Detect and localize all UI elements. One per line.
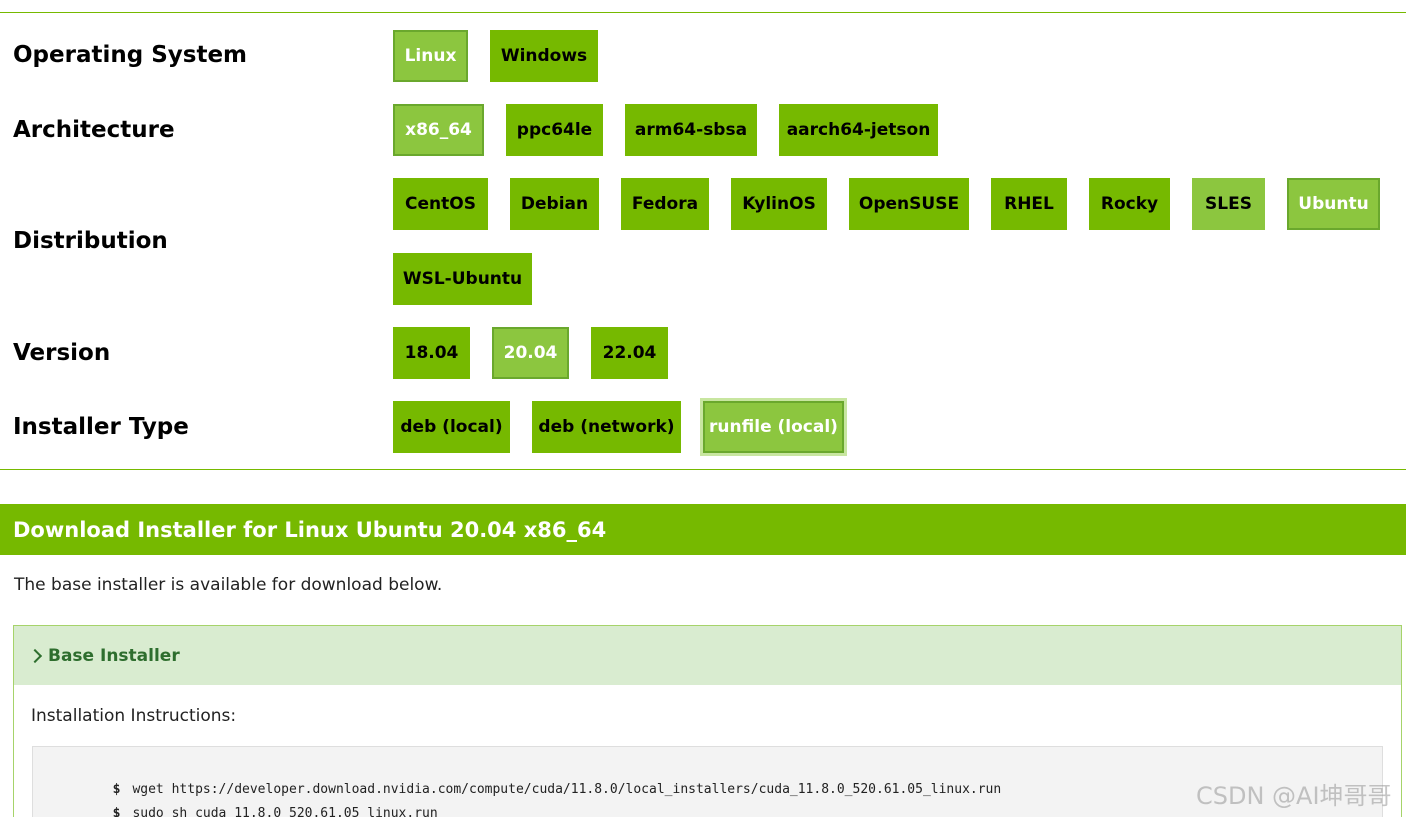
arch-option-aarch64-jetson[interactable]: aarch64-jetson — [779, 104, 938, 156]
base-installer-header[interactable]: Base Installer — [14, 626, 1401, 685]
base-installer-title: Base Installer — [48, 645, 180, 666]
distro-option-opensuse[interactable]: OpenSUSE — [849, 178, 969, 230]
distro-option-ubuntu[interactable]: Ubuntu — [1287, 178, 1380, 230]
distro-option-fedora[interactable]: Fedora — [621, 178, 709, 230]
command-line-2: $ sudo sh cuda_11.8.0_520.61.05_linux.run — [50, 791, 438, 817]
os-option-windows[interactable]: Windows — [490, 30, 598, 82]
distro-option-rhel[interactable]: RHEL — [991, 178, 1067, 230]
distro-label: Distribution — [13, 228, 168, 254]
divider-top — [0, 12, 1406, 13]
os-label: Operating System — [13, 42, 248, 68]
version-option-20-04[interactable]: 20.04 — [492, 327, 569, 379]
distro-option-kylinos[interactable]: KylinOS — [731, 178, 827, 230]
command-text-sudo-sh: sudo sh cuda_11.8.0_520.61.05_linux.run — [132, 806, 438, 817]
prompt-symbol: $ — [112, 806, 121, 817]
installer-type-label: Installer Type — [13, 414, 189, 440]
installer-option-deb-local[interactable]: deb (local) — [393, 401, 510, 453]
version-option-18-04[interactable]: 18.04 — [393, 327, 470, 379]
arch-option-ppc64le[interactable]: ppc64le — [506, 104, 603, 156]
download-title-bar: Download Installer for Linux Ubuntu 20.0… — [0, 504, 1406, 555]
distro-option-wsl-ubuntu[interactable]: WSL-Ubuntu — [393, 253, 532, 305]
command-line-1: $ wget https://developer.download.nvidia.… — [50, 767, 1002, 812]
distro-option-centos[interactable]: CentOS — [393, 178, 488, 230]
download-title: Download Installer for Linux Ubuntu 20.0… — [13, 517, 607, 542]
arch-label: Architecture — [13, 117, 175, 143]
prompt-symbol: $ — [112, 782, 121, 797]
distro-option-debian[interactable]: Debian — [510, 178, 599, 230]
distro-option-rocky[interactable]: Rocky — [1089, 178, 1170, 230]
installer-option-deb-network[interactable]: deb (network) — [532, 401, 681, 453]
version-label: Version — [13, 340, 111, 366]
installer-option-runfile-local[interactable]: runfile (local) — [703, 401, 844, 453]
arch-option-arm64-sbsa[interactable]: arm64-sbsa — [625, 104, 757, 156]
base-installer-panel: Base Installer Installation Instructions… — [13, 625, 1402, 817]
arch-option-x86_64[interactable]: x86_64 — [393, 104, 484, 156]
version-option-22-04[interactable]: 22.04 — [591, 327, 668, 379]
chevron-right-icon — [27, 648, 43, 663]
command-code-block[interactable]: $ wget https://developer.download.nvidia.… — [32, 746, 1383, 817]
os-option-linux[interactable]: Linux — [393, 30, 468, 82]
installation-instructions-label: Installation Instructions: — [31, 706, 237, 726]
divider-middle — [0, 469, 1406, 470]
csdn-watermark: CSDN @AI坤哥哥 — [1196, 782, 1392, 810]
command-text-wget: wget https://developer.download.nvidia.c… — [132, 782, 1002, 797]
distro-option-sles[interactable]: SLES — [1192, 178, 1265, 230]
download-intro-text: The base installer is available for down… — [14, 575, 443, 595]
